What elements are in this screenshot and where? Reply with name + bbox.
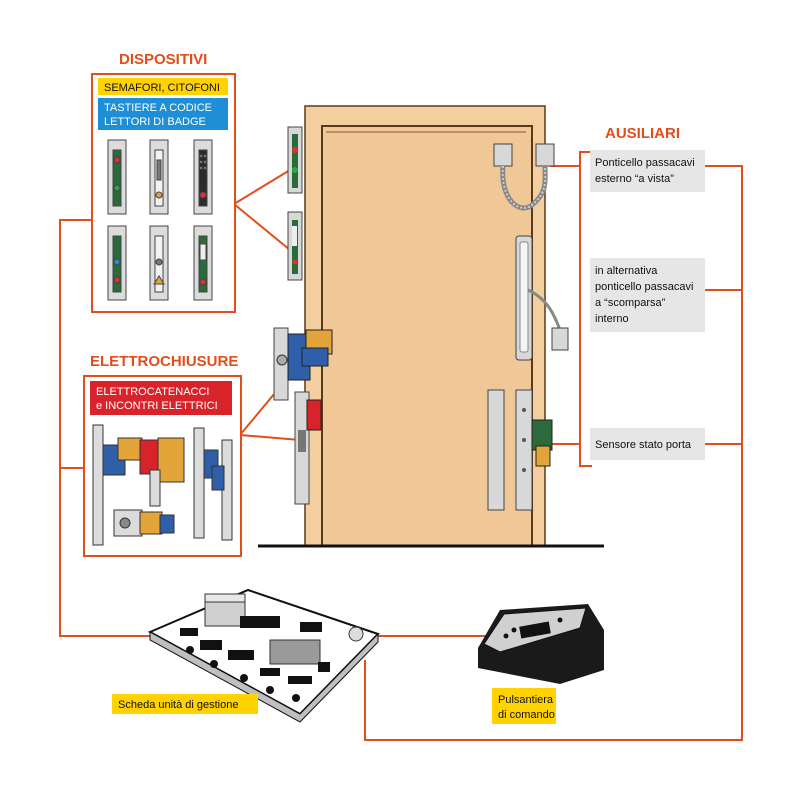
ausiliari-item2-line1: in alternativa <box>595 265 658 277</box>
scheda-label: Scheda unità di gestione <box>118 699 238 711</box>
ausiliari-item1-line2: esterno “a vista” <box>595 173 674 185</box>
elettrochiusure-tag-red-line1: ELETTROCATENACCI <box>96 386 209 398</box>
scheda-unita-gestione: Scheda unità di gestione <box>112 588 380 723</box>
door <box>258 105 604 548</box>
dispositivi-devices <box>107 139 213 301</box>
sensore-stato-porta <box>487 389 553 511</box>
ausiliari-title: AUSILIARI <box>605 125 680 142</box>
wall-device-semaforo <box>287 126 303 194</box>
ausiliari-item1-box <box>590 150 705 192</box>
device-citofono <box>149 139 169 215</box>
door-electric-bolt <box>273 327 333 401</box>
section-ausiliari: AUSILIARI Ponticello passacavi esterno “… <box>590 125 705 460</box>
device-lettore-badge-2 <box>149 225 169 301</box>
ponticello-a-vista <box>493 143 555 211</box>
elettrocatenaccio-3 <box>113 509 175 537</box>
scheda-board-edge <box>149 631 379 723</box>
scheda-components <box>180 593 364 702</box>
pulsantiera-display <box>519 621 551 639</box>
dispositivi-title: DISPOSITIVI <box>119 51 207 68</box>
pulsantiera-label-line2: di comando <box>498 709 555 721</box>
wall-device-tastiera <box>287 211 303 281</box>
device-lettore-badge-1 <box>107 225 127 301</box>
elettrochiusure-devices <box>92 424 233 546</box>
ausiliari-item2-box <box>590 258 705 332</box>
dispositivi-tag-blue-line1: TASTIERE A CODICE <box>104 102 212 114</box>
pulsantiera-button-3 <box>557 617 563 623</box>
dispositivi-tag-blue <box>98 98 228 130</box>
ausiliari-item2-line4: interno <box>595 313 629 325</box>
device-lettore-badge-3 <box>193 225 213 301</box>
elettrochiusure-tag-red <box>90 381 232 415</box>
door-electric-strike <box>294 391 322 505</box>
ponticello-a-scomparsa <box>515 235 569 361</box>
elettrochiusure-title: ELETTROCHIUSURE <box>90 353 238 370</box>
section-dispositivi: DISPOSITIVI SEMAFORI, CITOFONI TASTIERE … <box>91 51 236 313</box>
wire-dispositivi-to-scheda <box>59 219 160 637</box>
ausiliari-item2-line3: a “scomparsa” <box>595 297 666 309</box>
wire-scheda-to-ausiliari <box>364 165 743 741</box>
wire-elettrochiusure-to-lock <box>239 374 301 441</box>
wire-ausiliari-bracket <box>579 151 592 467</box>
section-elettrochiusure: ELETTROCHIUSURE ELETTROCATENACCI e INCON… <box>83 353 242 557</box>
elettrocatenaccio-2 <box>139 437 185 507</box>
pulsantiera-di-comando: Pulsantiera di comando <box>478 604 604 724</box>
incontro-elettrico-2 <box>211 439 233 541</box>
dispositivi-tag-blue-line2: LETTORI DI BADGE <box>104 116 206 128</box>
scheda-label-box <box>112 694 258 714</box>
device-semaforo <box>107 139 127 215</box>
device-tastiera <box>193 139 213 215</box>
wire-dispositivi-to-door <box>233 169 291 251</box>
connection-wires <box>59 151 743 741</box>
ausiliari-item3-box <box>590 428 705 460</box>
dispositivi-tag-yellow-text: SEMAFORI, CITOFONI <box>104 82 220 94</box>
pulsantiera-button-1 <box>503 633 509 639</box>
pulsantiera-label-line1: Pulsantiera <box>498 694 554 706</box>
pulsantiera-button-2 <box>511 627 517 633</box>
dispositivi-tag-yellow <box>98 78 228 95</box>
elettrochiusure-tag-red-line2: e INCONTRI ELETTRICI <box>96 400 218 412</box>
ausiliari-item2-line2: ponticello passacavi <box>595 281 693 293</box>
pulsantiera-label-box <box>492 688 556 724</box>
ausiliari-item1-line1: Ponticello passacavi <box>595 157 695 169</box>
ausiliari-item3-text: Sensore stato porta <box>595 439 692 451</box>
